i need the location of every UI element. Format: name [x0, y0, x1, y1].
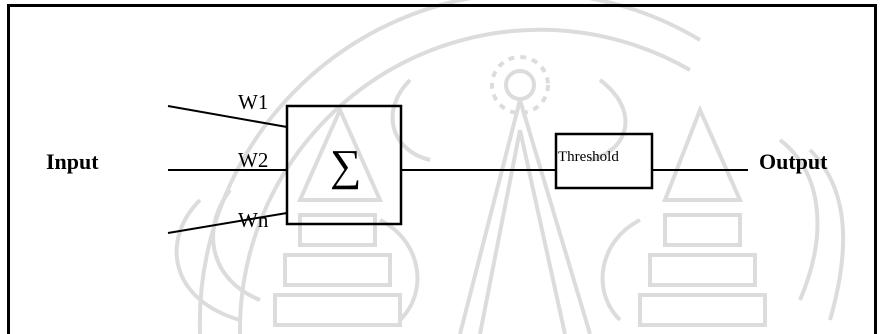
- summation-box: [285, 104, 403, 226]
- summation-symbol: ∑: [330, 141, 362, 190]
- input-line-1: [167, 105, 288, 128]
- input-line-n: [167, 212, 288, 234]
- weight-label-1: W1: [238, 90, 269, 114]
- threshold-label: Threshold: [558, 149, 619, 165]
- weight-label-n: Wn: [238, 208, 269, 232]
- output-label: Output: [759, 149, 828, 174]
- figure-frame: [7, 4, 877, 334]
- weight-label-2: W2: [238, 148, 269, 172]
- threshold-box: [554, 132, 654, 190]
- input-label: Input: [46, 149, 99, 174]
